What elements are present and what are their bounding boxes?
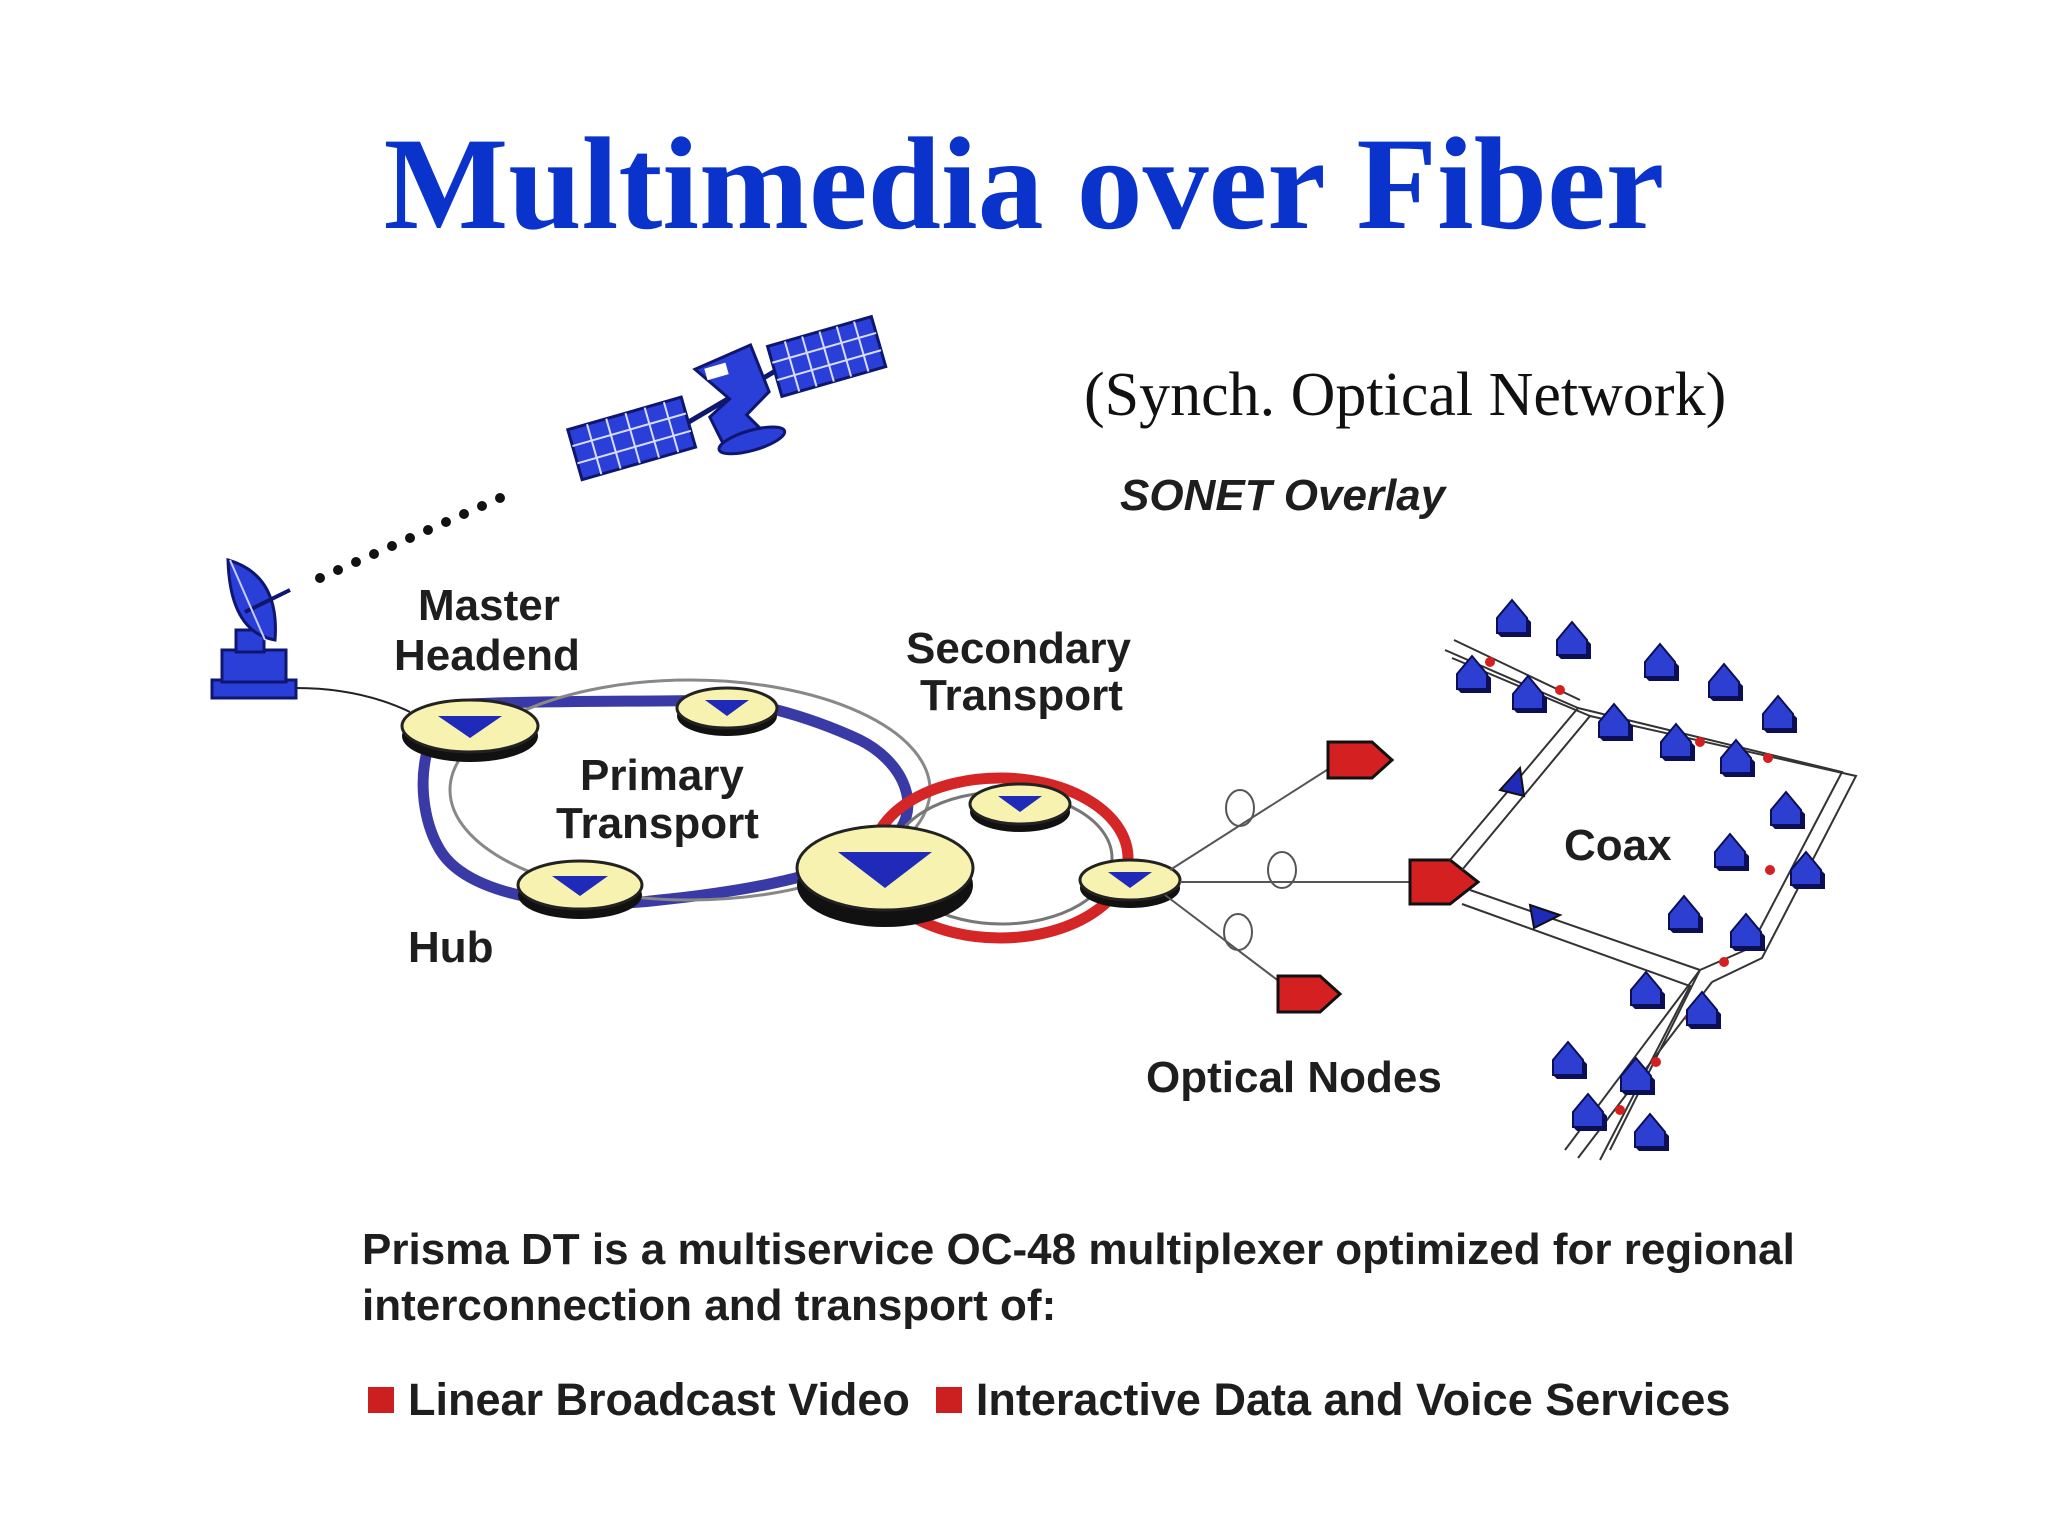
secondary-node-top [968,782,1072,832]
bullet-square-icon [935,1387,962,1413]
satellite-dish-icon [210,557,298,700]
sonet-overlay-label: SONET Overlay [1120,471,1448,520]
coax-amplifiers [1498,765,1563,930]
master-headend-label-line2: Headend [394,631,580,680]
optical-nodes-label: Optical Nodes [1146,1053,1442,1102]
primary-transport-label-line1: Primary [580,751,744,800]
secondary-node-main [1078,858,1182,908]
coax-label: Coax [1564,821,1672,870]
primary-transport-label-line2: Transport [556,799,759,848]
optical-node-icon [1276,740,1481,1014]
hub-node [516,859,644,919]
secondary-transport-label-line2: Transport [920,671,1123,720]
bullet-item: Linear Broadcast Video [368,1374,910,1426]
bullet-item: Interactive Data and Voice Services [935,1374,1731,1426]
primary-node-top [675,686,779,736]
caption-text: Prisma DT is a multiservice OC-48 multip… [362,1225,1795,1330]
uplink-signal [315,493,505,583]
primary-node-main [795,824,975,927]
service-bullets: Linear Broadcast Video Interactive Data … [368,1374,1756,1426]
bullet-label: Interactive Data and Voice Services [975,1374,1731,1425]
satellite-icon [565,314,888,482]
master-headend-label-line1: Master [418,581,560,630]
slide-subtitle: (Synch. Optical Network) [1084,361,1727,429]
hub-label: Hub [408,923,494,972]
fiber-links [1164,767,1420,983]
master-headend-node [400,698,540,762]
secondary-transport-label-line1: Secondary [906,624,1132,673]
slide-title: Multimedia over Fiber [383,110,1665,257]
bullet-label: Linear Broadcast Video [408,1374,910,1425]
bullet-square-icon [368,1387,394,1413]
